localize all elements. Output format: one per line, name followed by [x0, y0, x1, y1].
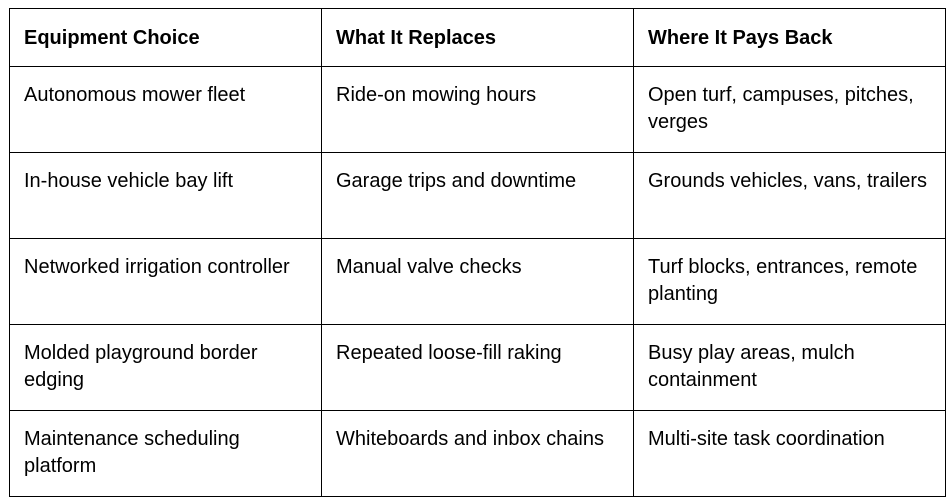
cell-what-it-replaces: Repeated loose-fill raking — [321, 324, 634, 411]
comparison-table: Equipment Choice What It Replaces Where … — [9, 8, 946, 497]
cell-equipment-choice: Maintenance scheduling platform — [9, 410, 322, 497]
header-equipment-choice: Equipment Choice — [9, 8, 322, 67]
header-where-it-pays-back: Where It Pays Back — [633, 8, 946, 67]
cell-where-it-pays-back: Grounds vehicles, vans, trailers — [633, 152, 946, 239]
cell-equipment-choice: Molded playground border edging — [9, 324, 322, 411]
cell-where-it-pays-back: Turf blocks, entrances, remote planting — [633, 238, 946, 325]
cell-what-it-replaces: Manual valve checks — [321, 238, 634, 325]
header-what-it-replaces: What It Replaces — [321, 8, 634, 67]
cell-where-it-pays-back: Multi-site task coordination — [633, 410, 946, 497]
table-header-row: Equipment Choice What It Replaces Where … — [9, 8, 946, 67]
table-row: Networked irrigation controller Manual v… — [9, 238, 946, 325]
cell-equipment-choice: Networked irrigation controller — [9, 238, 322, 325]
cell-what-it-replaces: Whiteboards and inbox chains — [321, 410, 634, 497]
cell-equipment-choice: Autonomous mower fleet — [9, 66, 322, 153]
cell-equipment-choice: In-house vehicle bay lift — [9, 152, 322, 239]
cell-what-it-replaces: Garage trips and downtime — [321, 152, 634, 239]
cell-where-it-pays-back: Open turf, campuses, pitches, verges — [633, 66, 946, 153]
cell-what-it-replaces: Ride-on mowing hours — [321, 66, 634, 153]
table-row: Molded playground border edging Repeated… — [9, 324, 946, 411]
table-row: Maintenance scheduling platform Whiteboa… — [9, 410, 946, 497]
table-row: Autonomous mower fleet Ride-on mowing ho… — [9, 66, 946, 153]
table-row: In-house vehicle bay lift Garage trips a… — [9, 152, 946, 239]
cell-where-it-pays-back: Busy play areas, mulch containment — [633, 324, 946, 411]
